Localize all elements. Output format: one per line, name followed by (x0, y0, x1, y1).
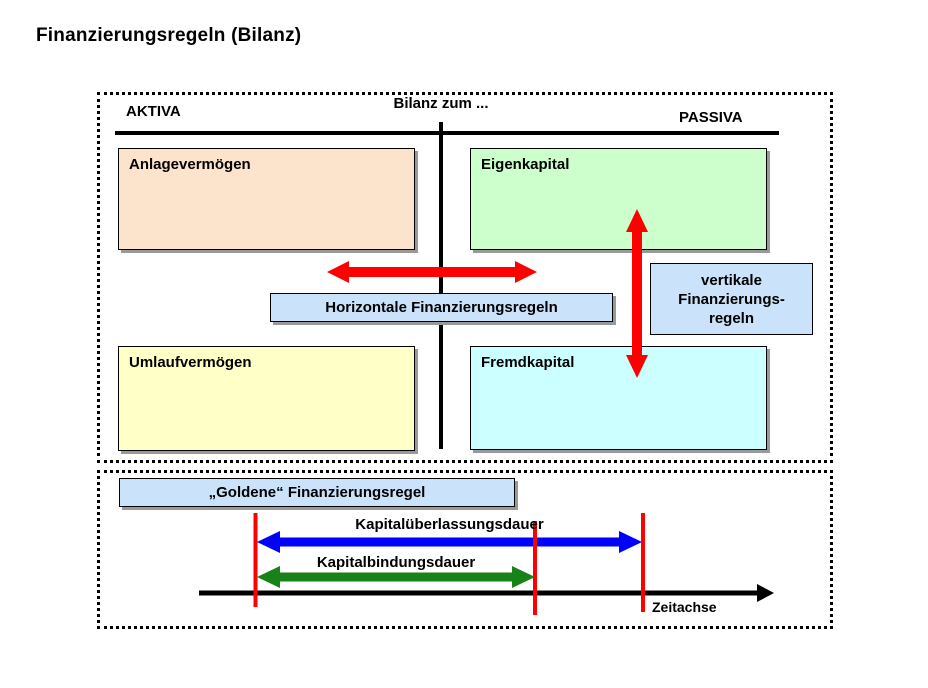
vertikale-regeln-line1: vertikale (701, 272, 762, 289)
goldene-regel-box: „Goldene“ Finanzierungsregel (119, 478, 515, 507)
vertikale-regeln-line3: regeln (708, 310, 754, 327)
fremdkapital-label: Fremdkapital (481, 354, 575, 371)
zeitachse-label: Zeitachse (652, 599, 717, 615)
umlaufvermoegen-box: Umlaufvermögen (118, 346, 415, 451)
eigenkapital-box: Eigenkapital (470, 148, 767, 250)
anlagevermoegen-box: Anlagevermögen (118, 148, 415, 250)
fremdkapital-box: Fremdkapital (470, 346, 767, 450)
horizontale-regeln-box: Horizontale Finanzierungsregeln (270, 293, 613, 322)
vertikale-regeln-line2: Finanzierungs- (678, 291, 785, 308)
goldene-regel-label: „Goldene“ Finanzierungsregel (208, 484, 426, 501)
eigenkapital-label: Eigenkapital (481, 156, 570, 173)
balance-horizontal-line (115, 131, 779, 135)
golden-rule-panel (97, 470, 833, 629)
horizontale-regeln-label: Horizontale Finanzierungsregeln (325, 299, 558, 316)
kapitalbindungsdauer-label: Kapitalbindungsdauer (316, 554, 476, 571)
passiva-label: PASSIVA (679, 109, 743, 126)
balance-sheet-panel: AKTIVA (97, 92, 833, 463)
bilanz-zum-label: Bilanz zum ... (393, 95, 489, 112)
anlagevermoegen-label: Anlagevermögen (129, 156, 251, 173)
page-title: Finanzierungsregeln (Bilanz) (36, 25, 302, 46)
kapitalueberlassungsdauer-label: Kapitalüberlassungsdauer (355, 516, 544, 533)
aktiva-label: AKTIVA (126, 103, 181, 120)
vertikale-regeln-box: vertikale Finanzierungs- regeln (650, 263, 813, 335)
umlaufvermoegen-label: Umlaufvermögen (129, 354, 252, 371)
balance-vertical-line (439, 122, 443, 449)
